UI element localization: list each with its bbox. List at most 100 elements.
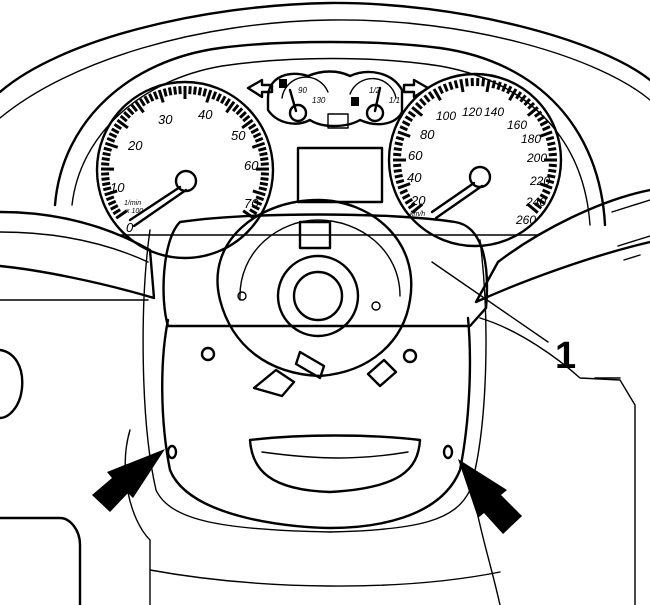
shroud-screw-hole-right: [402, 348, 418, 364]
speedo-tick: [547, 141, 556, 147]
tacho-tick: [103, 146, 112, 152]
speedo-label-220: 220: [529, 174, 550, 188]
tacho-tick: [253, 199, 263, 206]
tacho-tick: [197, 87, 203, 96]
tacho-tick: [162, 88, 168, 97]
tacho-tick: [104, 189, 118, 197]
tachometer: 10 20 30 40 50 60 70 1/min x 100 0: [95, 80, 275, 260]
tacho-tick: [130, 104, 139, 113]
lower-screw-hole-right: [442, 444, 454, 460]
tacho-tick: [241, 118, 254, 130]
tacho-tick: [102, 186, 112, 192]
lower-screw-hole-left: [166, 444, 178, 460]
tacho-tick: [258, 146, 267, 152]
speedo-tick: [523, 98, 531, 107]
tacho-tick: [215, 93, 222, 102]
callout-number: 1: [555, 335, 576, 377]
center-gauges: 90 130 1/2 1/1: [246, 70, 430, 204]
tacho-tick: [231, 104, 240, 113]
speedo-tick: [526, 203, 539, 214]
speedo-label-60: 60: [408, 148, 423, 163]
speedo-tick: [397, 130, 411, 138]
reset-knob: [327, 113, 349, 129]
speedo-tick: [508, 88, 518, 101]
tacho-tick: [116, 118, 129, 130]
tacho-tick: [255, 195, 265, 202]
control-stalks: [0, 188, 650, 304]
speedo-needle: [430, 181, 484, 220]
speedo-tick: [548, 147, 557, 152]
tacho-tick: [102, 181, 111, 187]
tacho-tick: [250, 127, 259, 135]
speedo-tick: [401, 193, 411, 200]
speedo-tick: [419, 98, 427, 107]
fuel-pump-icon: [351, 97, 359, 106]
speedo-label-80: 80: [420, 127, 435, 142]
tacho-tick: [102, 151, 111, 157]
tacho-needle: [128, 185, 188, 228]
tacho-tick: [258, 186, 268, 192]
speedo-tick: [506, 85, 513, 95]
tacho-tick: [252, 189, 266, 197]
tacho-tick: [107, 199, 117, 206]
speedo-label-260: 260: [515, 213, 536, 227]
speedo-label-200: 200: [526, 151, 547, 165]
speedo-tick: [485, 78, 491, 93]
speedo-label-180: 180: [521, 132, 541, 146]
speedo-tick: [491, 80, 497, 89]
turn-right-arrow-icon: [402, 78, 430, 99]
speedo-tick: [453, 80, 459, 89]
tacho-tick: [235, 107, 244, 116]
callout-leader-line: [431, 261, 549, 343]
tacho-tick: [148, 93, 155, 102]
tacho-tick: [260, 157, 269, 162]
tacho-tick: [105, 195, 115, 202]
tacho-tick: [251, 204, 260, 211]
fuel-needle-hub: [365, 103, 385, 123]
tacho-tick: [260, 162, 269, 166]
tacho-tick: [111, 127, 120, 135]
speedo-tick: [393, 147, 402, 152]
tacho-tick: [104, 141, 119, 149]
lower-shroud: [161, 316, 472, 530]
tacho-label-30: 30: [158, 112, 173, 127]
left-stalk: [0, 210, 156, 300]
speedo-tick: [448, 81, 454, 91]
pointer-arrow-icon: [92, 449, 165, 512]
tacho-tick: [139, 98, 146, 107]
thermometer-icon: [279, 79, 287, 88]
clock-spring-ring: [216, 198, 413, 378]
speedo-tick: [536, 197, 546, 205]
speedo-tick: [423, 94, 431, 103]
tacho-tick: [123, 111, 131, 119]
center-gauges-housing: [266, 70, 404, 128]
speedo-tick: [427, 91, 435, 100]
tacho-unit-line1: 1/min: [124, 200, 141, 207]
tacho-tick: [134, 100, 145, 114]
tacho-tick: [157, 89, 165, 103]
speedo-tick: [547, 173, 556, 179]
tacho-tick: [108, 132, 118, 139]
fuel-gauge-arc: [349, 77, 397, 99]
speedo-label-100: 100: [436, 109, 456, 123]
tacho-tick: [113, 123, 122, 131]
speedo-tick: [501, 83, 508, 92]
speedo-label-160: 160: [507, 118, 527, 132]
tacho-tick: [101, 162, 110, 166]
speedo-label-40: 40: [407, 170, 422, 185]
speedo-label-120: 120: [462, 105, 482, 119]
speedo-tick: [515, 91, 523, 100]
speedo-tick: [397, 182, 411, 190]
speedo-tick: [496, 81, 502, 91]
speedo-tick: [432, 88, 442, 101]
steering-shaft: [292, 270, 344, 322]
tacho-tick: [259, 181, 268, 187]
speedo-tick: [527, 101, 536, 110]
tacho-tick: [251, 141, 266, 149]
speedo-tick: [548, 163, 557, 168]
shroud-recess: [248, 434, 422, 494]
speedo-tick: [519, 94, 527, 103]
dashboard-outline: [0, 1, 650, 236]
tacho-tick: [248, 123, 257, 131]
pointer-arrow-icon: [458, 459, 522, 534]
